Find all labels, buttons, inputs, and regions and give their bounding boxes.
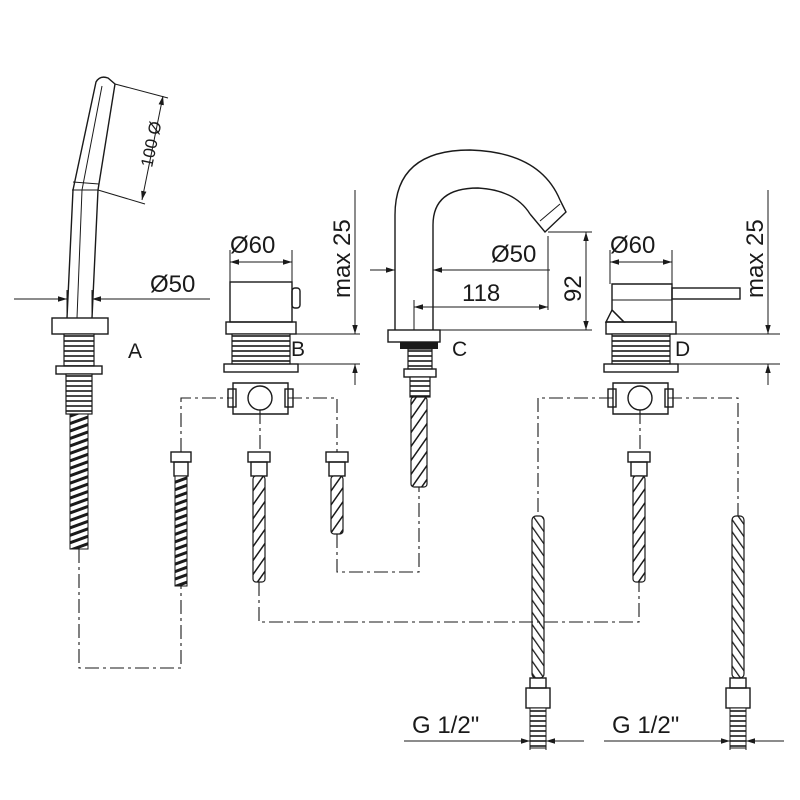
max-right-label: max 25 [742, 219, 769, 298]
thread-dimension-left: G 1/2" [404, 712, 584, 750]
thread-dimension-right: G 1/2" [604, 712, 784, 750]
hose-set [170, 451, 751, 749]
valve-d-diameter-label: Ø60 [610, 232, 655, 259]
valve-b-diameter-label: Ø60 [230, 232, 275, 259]
hand-shower-base-label: Ø50 [150, 271, 195, 298]
spout-reach-label: 118 [462, 280, 500, 307]
connection-centerlines [78, 397, 739, 669]
label-c: C [452, 338, 467, 361]
max-left-label: max 25 [329, 219, 356, 298]
hand-shower-length-label: 100 Ø [137, 120, 165, 169]
spout-height-label: 92 [560, 275, 587, 302]
valve-d: Ø60 D max 25 [603, 190, 780, 415]
label-d: D [675, 338, 690, 361]
valve-b: Ø60 B max 25 [223, 190, 360, 415]
thread-right-label: G 1/2" [612, 712, 679, 739]
hand-shower-a: 100 Ø Ø50 A [14, 76, 210, 550]
label-b: B [291, 338, 305, 361]
thread-left-label: G 1/2" [412, 712, 479, 739]
label-a: A [128, 340, 142, 363]
spout-diameter-label: Ø50 [491, 241, 536, 268]
spout-c: Ø50 118 92 C [370, 149, 592, 488]
